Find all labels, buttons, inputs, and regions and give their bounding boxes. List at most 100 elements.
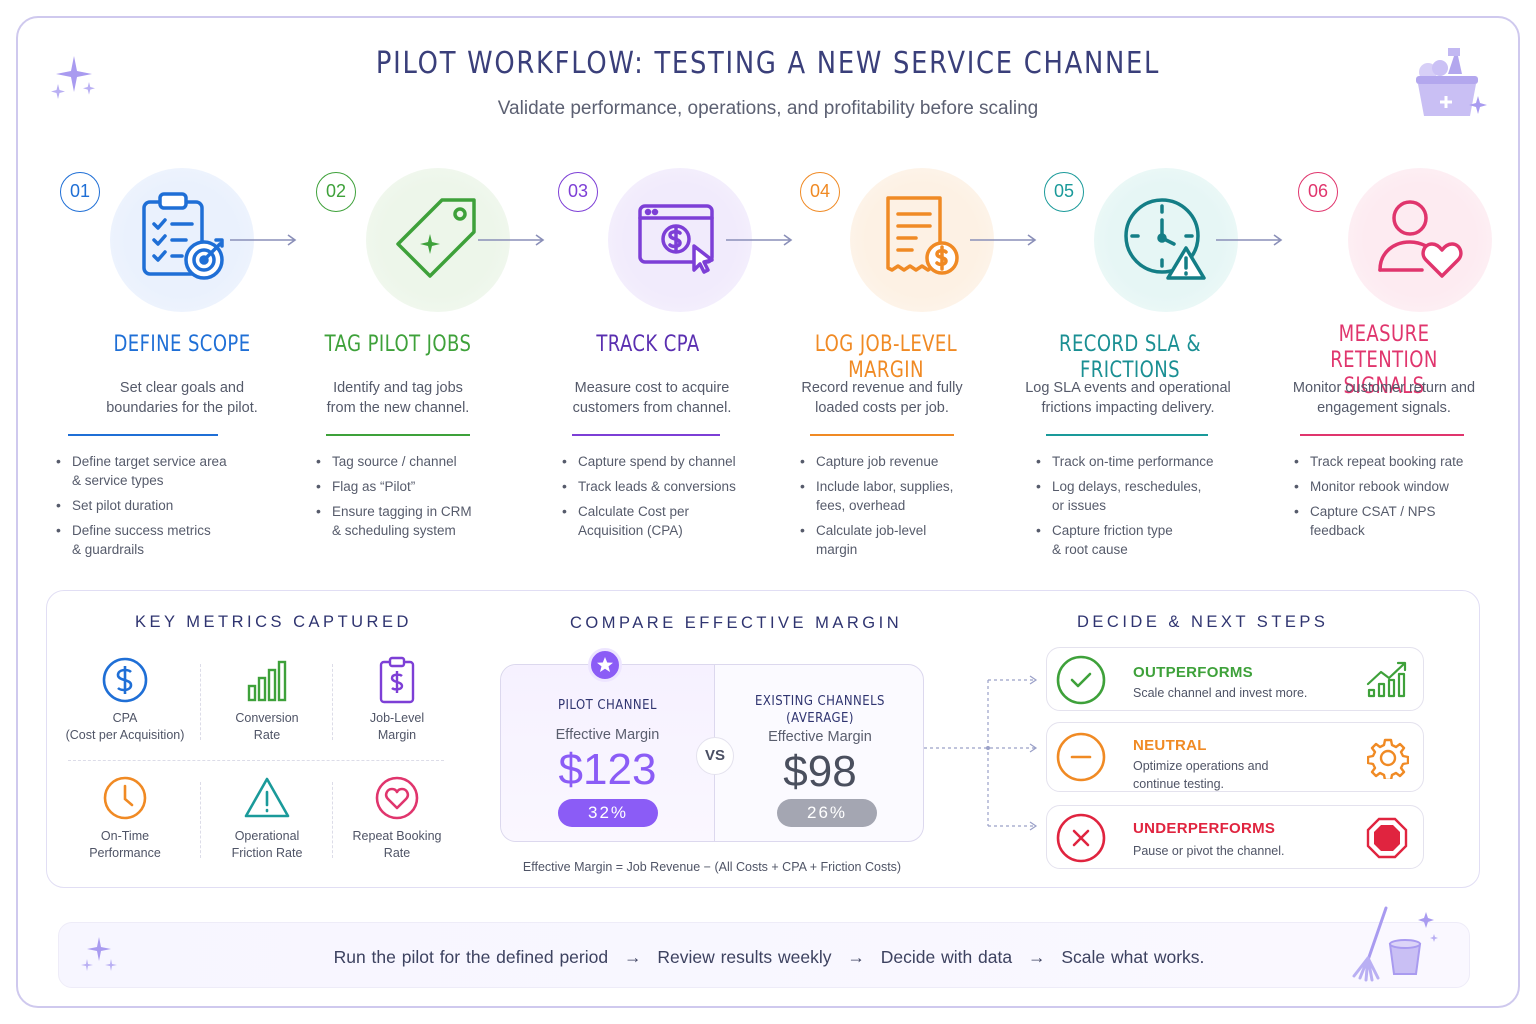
list-item: Track repeat booking rate (1294, 452, 1534, 471)
step-number: 02 (316, 172, 356, 212)
existing-channels-heading: EXISTING CHANNELS(AVERAGE) (755, 694, 885, 726)
metrics-section-title: KEY METRICS CAPTURED (135, 613, 412, 631)
list-item: Track leads & conversions (562, 477, 802, 496)
minus-circle-icon (1056, 732, 1106, 782)
step-number: 01 (60, 172, 100, 212)
step-bullets: Capture spend by channel Track leads & c… (562, 452, 802, 546)
list-item: Set pilot duration (56, 496, 296, 515)
decision-connector (924, 675, 1038, 831)
footer-banner: Run the pilot for the defined period → R… (58, 922, 1470, 988)
list-item: Flag as “Pilot” (316, 477, 556, 496)
step-log-job-level-margin: 04 LOG JOB-LEVEL MARGIN Record revenue a… (800, 160, 1044, 580)
decision-description: Pause or pivot the channel. (1133, 844, 1285, 858)
list-item: Define target service area& service type… (56, 452, 296, 490)
metrics-divider (200, 664, 201, 740)
bar-chart-icon (247, 660, 287, 702)
decision-title: UNDERPERFORMS (1133, 820, 1276, 837)
clipboard-dollar-icon (379, 656, 415, 704)
growth-chart-icon (1366, 661, 1407, 698)
list-item: Monitor rebook window (1294, 477, 1534, 496)
tag-icon (396, 198, 476, 278)
footer-steps: Run the pilot for the defined period → R… (149, 947, 1389, 968)
decision-outperforms: OUTPERFORMS Scale channel and invest mor… (1046, 647, 1424, 711)
list-item: Define success metrics& guardrails (56, 521, 296, 559)
step-title: RECORD SLA & FRICTIONS (1059, 332, 1201, 383)
user-heart-icon (1378, 200, 1463, 278)
metric-cpa: CPA(Cost per Acquisition) (60, 656, 190, 744)
list-item: Capture job revenue (800, 452, 1040, 471)
step-bullets: Track on-time performance Log delays, re… (1036, 452, 1276, 565)
arrow-right-icon: → (623, 947, 642, 967)
metrics-divider (332, 782, 333, 858)
list-item: Log delays, reschedules,or issues (1036, 477, 1276, 515)
step-bullets: Capture job revenue Include labor, suppl… (800, 452, 1040, 565)
step-title: TAG PILOT JOBS (324, 332, 472, 357)
arrow-right-icon: → (847, 947, 865, 967)
footer-step: Run the pilot for the defined period (333, 947, 609, 967)
existing-margin-label: Effective Margin (768, 729, 872, 745)
footer-step: Review results weekly (657, 947, 832, 967)
stop-sign-icon (1366, 817, 1408, 859)
decision-title: NEUTRAL (1133, 737, 1207, 754)
pilot-margin-label: Effective Margin (555, 727, 660, 743)
browser-dollar-icon (638, 204, 714, 274)
heart-circle-icon (375, 776, 419, 820)
step-number: 05 (1044, 172, 1084, 212)
decision-title: OUTPERFORMS (1133, 664, 1253, 681)
footer-step: Scale what works. (1061, 947, 1205, 967)
gear-icon (1367, 738, 1409, 779)
margin-formula: Effective Margin = Job Revenue − (All Co… (522, 860, 902, 874)
flow-arrow-icon (1216, 234, 1283, 246)
pilot-channel-heading: PILOT CHANNEL (558, 698, 657, 713)
sparkle-icon (51, 56, 95, 99)
clock-warning-icon (1124, 198, 1206, 280)
metrics-divider (332, 664, 333, 740)
step-bullets: Tag source / channel Flag as “Pilot” Ens… (316, 452, 556, 546)
step-title: TRACK CPA (596, 332, 700, 357)
list-item: Include labor, supplies,fees, overhead (800, 477, 1040, 515)
metrics-divider (68, 760, 444, 761)
flow-arrow-icon (230, 234, 297, 246)
vs-badge: VS (696, 737, 734, 775)
x-circle-icon (1056, 813, 1106, 863)
warning-icon (244, 777, 290, 818)
list-item: Capture spend by channel (562, 452, 802, 471)
compare-section-title: COMPARE EFFECTIVE MARGIN (570, 614, 903, 632)
mop-bucket-icon (1352, 906, 1438, 982)
list-item: Ensure tagging in CRM& scheduling system (316, 502, 556, 540)
existing-margin-percent: 26% (777, 799, 877, 827)
flow-arrow-icon (970, 234, 1037, 246)
step-divider (810, 434, 954, 436)
decision-underperforms: UNDERPERFORMS Pause or pivot the channel… (1046, 805, 1424, 869)
step-number: 03 (558, 172, 598, 212)
step-divider (1300, 434, 1464, 436)
cleaning-basket-icon (1416, 48, 1487, 116)
decide-section-title: DECIDE & NEXT STEPS (1077, 613, 1329, 631)
dollar-circle-icon (102, 657, 148, 703)
footer-step: Decide with data (880, 947, 1013, 967)
metrics-divider (200, 782, 201, 858)
arrow-right-icon: → (1028, 947, 1046, 967)
clock-icon (103, 776, 147, 820)
